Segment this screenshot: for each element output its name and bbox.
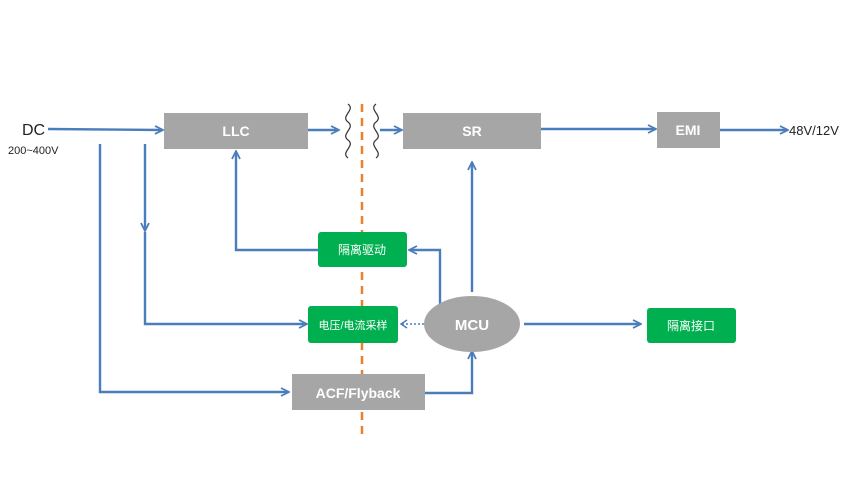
acf-flyback-label: ACF/Flyback bbox=[316, 385, 401, 401]
mcu-label: MCU bbox=[455, 317, 489, 334]
wire-dc-to-llc bbox=[47, 129, 162, 130]
wire-input-to-acf bbox=[98, 144, 288, 392]
wire-mcu-to-drive bbox=[410, 250, 442, 305]
input-voltage-range: 200~400V bbox=[8, 145, 59, 157]
sr-block: SR bbox=[403, 113, 541, 149]
signal-wires bbox=[47, 129, 787, 395]
llc-block: LLC bbox=[164, 113, 308, 149]
wire-drive-to-llc bbox=[236, 152, 318, 252]
llc-label: LLC bbox=[222, 123, 249, 139]
isolated-interface-label: 隔离接口 bbox=[667, 318, 715, 333]
wire-acf-to-mcu bbox=[425, 352, 472, 395]
isolated-interface-block: 隔离接口 bbox=[647, 308, 736, 343]
isolated-drive-label: 隔离驱动 bbox=[338, 242, 386, 257]
emi-block: EMI bbox=[657, 112, 720, 148]
isolated-drive-block: 隔离驱动 bbox=[318, 232, 407, 267]
emi-label: EMI bbox=[676, 122, 701, 138]
transformer-icon bbox=[345, 103, 379, 159]
arrow-to-sampling bbox=[399, 319, 408, 329]
sampling-block: 电压/电流采样 bbox=[308, 306, 398, 343]
sr-label: SR bbox=[462, 123, 481, 139]
acf-flyback-block: ACF/Flyback bbox=[292, 374, 425, 410]
mcu-block: MCU bbox=[424, 296, 520, 352]
sampling-label: 电压/电流采样 bbox=[318, 318, 387, 332]
output-voltage-label: 48V/12V bbox=[789, 123, 839, 138]
input-dc-label: DC bbox=[22, 122, 45, 139]
wire-tap-to-sampling bbox=[143, 232, 306, 324]
